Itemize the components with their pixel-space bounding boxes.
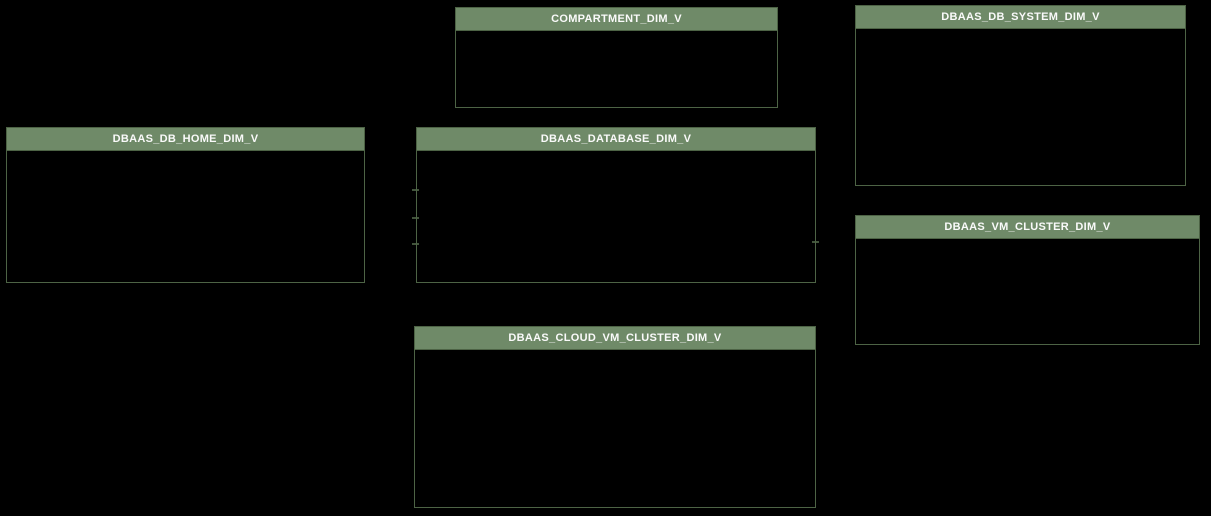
entity-compartment-dim-v[interactable]: COMPARTMENT_DIM_V: [455, 7, 778, 108]
entity-title: DBAAS_CLOUD_VM_CLUSTER_DIM_V: [508, 332, 722, 344]
entity-header[interactable]: DBAAS_VM_CLUSTER_DIM_V: [856, 216, 1199, 239]
entity-body: [417, 151, 815, 282]
entity-header[interactable]: DBAAS_DB_SYSTEM_DIM_V: [856, 6, 1185, 29]
connector-stub: [412, 243, 419, 245]
entity-body: [856, 239, 1199, 344]
entity-dbaas-cloud-vm-cluster-dim-v[interactable]: DBAAS_CLOUD_VM_CLUSTER_DIM_V: [414, 326, 816, 508]
entity-body: [415, 350, 815, 507]
entity-title: DBAAS_DB_SYSTEM_DIM_V: [941, 11, 1100, 23]
connector-stub: [412, 189, 419, 191]
entity-body: [7, 151, 364, 282]
entity-body: [456, 31, 777, 107]
entity-header[interactable]: DBAAS_DB_HOME_DIM_V: [7, 128, 364, 151]
entity-dbaas-database-dim-v[interactable]: DBAAS_DATABASE_DIM_V: [416, 127, 816, 283]
entity-title: DBAAS_DATABASE_DIM_V: [540, 133, 692, 145]
connector-stub: [812, 241, 819, 243]
entity-dbaas-db-home-dim-v[interactable]: DBAAS_DB_HOME_DIM_V: [6, 127, 365, 283]
entity-title: DBAAS_VM_CLUSTER_DIM_V: [944, 221, 1111, 233]
entity-title: COMPARTMENT_DIM_V: [551, 13, 682, 25]
entity-header[interactable]: COMPARTMENT_DIM_V: [456, 8, 777, 31]
entity-dbaas-db-system-dim-v[interactable]: DBAAS_DB_SYSTEM_DIM_V: [855, 5, 1186, 186]
entity-body: [856, 29, 1185, 185]
entity-header[interactable]: DBAAS_DATABASE_DIM_V: [417, 128, 815, 151]
entity-title: DBAAS_DB_HOME_DIM_V: [112, 133, 259, 145]
entity-header[interactable]: DBAAS_CLOUD_VM_CLUSTER_DIM_V: [415, 327, 815, 350]
connector-stub: [412, 217, 419, 219]
entity-dbaas-vm-cluster-dim-v[interactable]: DBAAS_VM_CLUSTER_DIM_V: [855, 215, 1200, 345]
